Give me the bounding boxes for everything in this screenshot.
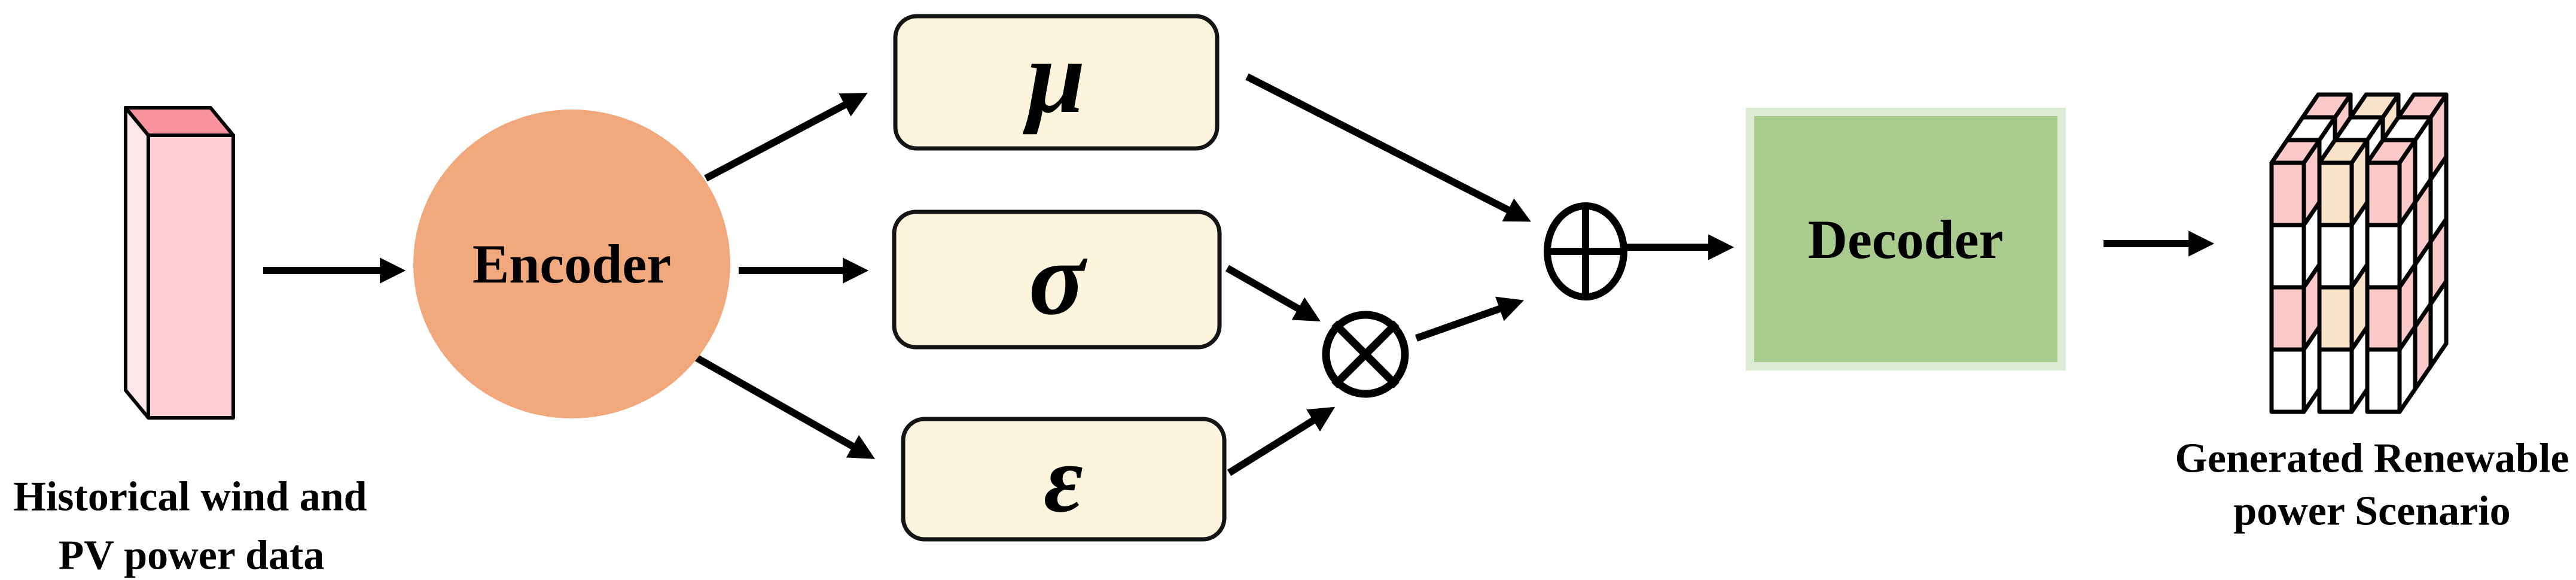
input-label: Historical wind and PV power data [13, 474, 367, 579]
cube-face [2365, 347, 2402, 414]
cube-face [2348, 92, 2401, 120]
arrow-encoder-to-epsilon [695, 354, 876, 459]
cube-face [2317, 347, 2354, 414]
sigma-box [892, 209, 1222, 350]
cube-face [2317, 285, 2354, 352]
decoder-label: Decoder [1808, 209, 2004, 270]
output-tensor-cubes [2269, 92, 2449, 414]
input-data-bar [124, 106, 235, 420]
cube-face [2428, 279, 2449, 369]
arrow-mu-to-add [1245, 73, 1531, 222]
input-label-line2: PV power data [59, 533, 325, 579]
cube-face [2365, 285, 2402, 352]
encoder-circle [413, 110, 730, 418]
cube-face [2269, 285, 2306, 352]
arrow-multiply-to-add [1415, 296, 1525, 342]
cube-face [2365, 223, 2402, 290]
flow-arrows [263, 73, 2215, 476]
mu-symbol: μ [1022, 19, 1085, 135]
cube-face [2300, 92, 2353, 120]
cube-face [2317, 223, 2354, 290]
encoder-label: Encoder [472, 233, 671, 294]
input-bar-side-face [124, 106, 150, 420]
add-operator-icon [1544, 202, 1627, 300]
decoder-node: Decoder [1746, 108, 2066, 371]
output-label: Generated Renewable power Scenario [2175, 436, 2569, 535]
encoder-node: Encoder [413, 110, 730, 418]
output-label-line1: Generated Renewable [2175, 436, 2569, 482]
mu-box [893, 14, 1220, 151]
arrow-epsilon-to-multiply [1227, 406, 1336, 476]
input-label-line1: Historical wind and [13, 474, 367, 520]
cube-face [2269, 347, 2306, 414]
decoder-rect [1746, 108, 2066, 371]
latent-boxes: μ σ ε [892, 14, 1227, 542]
cube-face [2269, 160, 2306, 227]
output-label-line2: power Scenario [2233, 488, 2510, 535]
sigma-symbol: σ [1029, 220, 1088, 336]
arrow-encoder-to-mu [704, 93, 868, 182]
cube-face [2396, 92, 2449, 120]
cube-face [2365, 160, 2402, 227]
arrow-sigma-to-multiply [1225, 265, 1321, 321]
epsilon-box [901, 417, 1227, 542]
cube-face [2269, 223, 2306, 290]
multiply-operator-icon [1322, 311, 1409, 398]
epsilon-symbol: ε [1044, 426, 1083, 532]
input-bar-front-face [147, 133, 235, 420]
cube-face [2317, 160, 2354, 227]
